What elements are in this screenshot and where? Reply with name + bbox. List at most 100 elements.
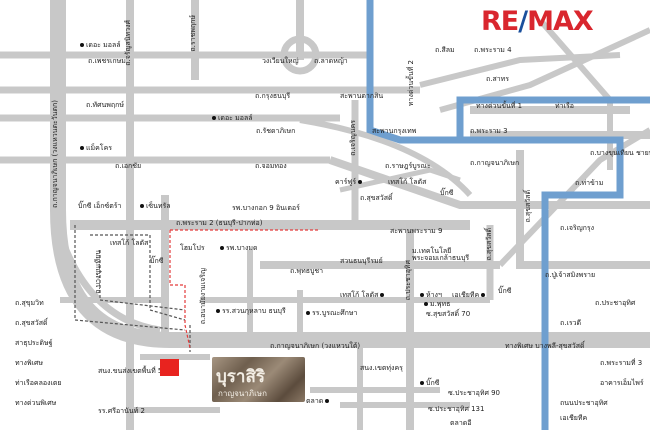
sign-subtitle: กาญจนาภิเษก <box>218 389 267 398</box>
label-ekachai: ถ.เอกชัย <box>115 162 142 170</box>
dot-icon <box>220 246 224 250</box>
poi-tesco-2: เทสโก้ โลตัส <box>110 239 149 247</box>
poi-thung-khru-office: สนง.เขตทุ่งครุ <box>360 364 403 372</box>
dot-icon <box>216 309 220 313</box>
poi-label-p29: ท่าเรือคลองเตย <box>15 379 62 387</box>
poi-label-p34: เอเชียทีค <box>560 414 588 422</box>
label-ratchaphruek: ถ.ราชพฤกษ์ <box>189 15 197 52</box>
label-sathorn: ถ.สาทร <box>486 75 510 83</box>
label-suksawat-e: ถ.สุขสวัสดิ์ <box>524 190 532 223</box>
road-label-r39: ถ.พระรามที่ 3 <box>600 359 643 367</box>
label-krungthep-bridge: สะพานกรุงเทพ <box>372 127 417 135</box>
poi-buddhist-univ: ม.พุทธ <box>424 301 450 308</box>
label-phutthabucha: ถ.พุทธบูชา <box>290 267 324 275</box>
label-rama4: ถ.พระราม 4 <box>474 46 512 54</box>
dot-icon <box>420 293 424 297</box>
label-krung-thonburi: ถ.กรุงธนบุรี <box>255 92 291 100</box>
label-rama2: ถ.พระราม 2 (ธนบุรี-ปากท่อ) <box>176 219 263 227</box>
label-pier: ท่าเรือ <box>555 102 574 110</box>
poi-makro: แม็คโคร <box>80 145 112 152</box>
label-wongwian-yai: วงเวียนใหญ่ <box>262 57 299 65</box>
remax-logo: RE/MAX <box>481 6 594 37</box>
label-lat-ya: ถ.ลาดหญ้า <box>314 57 348 65</box>
road-label-r36: ถ.ท่าข้าม <box>575 179 604 187</box>
label-soi-90: ซ.ประชาอุทิศ 90 <box>448 389 501 397</box>
project-location-marker[interactable] <box>160 359 179 376</box>
label-pracha-uthit: ถ.ประชาอุทิศ <box>404 260 412 301</box>
road-label-r46: ถ.สุขุมวิท <box>15 299 44 307</box>
poi-sri-anan-school: รร.ศรีอานันท์ 2 <box>98 407 145 415</box>
label-expressway1: ทางด่วนขั้นที่ 1 <box>476 102 523 110</box>
poi-the-mall-1: เดอะ มอลล์ <box>80 42 121 49</box>
dot-icon <box>306 311 310 315</box>
road-label-r29: ถ.เรวดี <box>560 319 582 327</box>
dot-icon <box>481 293 486 297</box>
poi-label-p32: ตลาดอี <box>450 419 472 427</box>
label-charoen-nakhon: ถ.เจริญนคร <box>349 120 357 156</box>
label-suksawat: ถ.สุขสวัสดิ์ <box>360 194 393 202</box>
label-expressway2: ทางด่วนขั้นที่ 2 <box>407 60 415 107</box>
poi-bigc-3: บิ๊กซี <box>420 380 439 387</box>
poi-label-p30: ทางด่วนพิเศษ <box>15 399 57 407</box>
poi-tesco-1: เทสโก้ โลตัส <box>388 178 427 186</box>
poi-bangkok9: รพ.บางกอก 9 อินเตอร์ <box>232 204 300 212</box>
label-anamai: ถ.อนามัยงามเจริญ <box>199 268 207 325</box>
dot-icon <box>424 302 428 306</box>
road-label-r40: อาคารเอ็มไพร์ <box>600 379 644 387</box>
road-label-r37: ถ.ประชาอุทิศ <box>595 299 636 307</box>
kanchanaphisek-ring <box>50 0 650 348</box>
dot-icon <box>80 43 84 47</box>
poi-kmutt: ม.เทคโนโลยีพระจอมเกล้าธนบุรี <box>412 247 470 262</box>
label-ratchadaphisek: ถ.รัชดาภิเษก <box>256 127 296 135</box>
label-bangphli-expressway: ทางพิเศษ บางพลี-สุขสวัสดิ์ <box>505 342 585 350</box>
poi-label-p31: บิ๊กซี <box>440 189 454 197</box>
label-kanchana-south: ถ.กาญจนาภิเษก (วงแหวนใต้) <box>270 342 361 350</box>
route-outer <box>74 225 186 331</box>
poi-bigc-1: บิ๊กซี <box>150 257 164 265</box>
label-rama3: ถ.พระราม 3 <box>470 127 508 135</box>
label-taksin-bridge: สะพานตากสิน <box>340 92 384 100</box>
poi-bigc-extra: บิ๊กซี เอ็กซ์ตร้า <box>78 202 122 210</box>
poi-homepro: โฮมโปร <box>180 244 205 252</box>
poi-bangmod-hospital: รพ.บางมด <box>220 245 258 252</box>
label-bang-khun-thian: ถ.บางขุนเทียน <box>94 250 102 294</box>
poi-label-p27: สาธุประดิษฐ์ <box>15 339 53 347</box>
dot-icon <box>420 381 424 385</box>
poi-bigc-2: บิ๊กซี <box>498 287 512 295</box>
label-silom: ถ.สีลม <box>435 46 455 54</box>
poi-the-mall-2: เดอะ มอลล์ <box>212 115 253 122</box>
label-suksawat-v: ถ.สุขสวัสดิ์ <box>485 228 493 261</box>
poi-suankularb: รร.สวนกุหลาบ ธนบุรี <box>216 308 286 315</box>
poi-market: ตลาด <box>306 398 331 405</box>
project-sign-image: บุราสิริ กาญจนาภิเษก <box>212 357 305 402</box>
label-soi-70: ซ.สุขสวัสดิ์ 70 <box>426 310 471 318</box>
road-label-r14: ถ.เจริญกรุง <box>560 224 595 232</box>
road-label-r45: ถ.กาญจนาภิเษก <box>470 159 520 167</box>
poi-burana-school: รร.บูรณะศึกษา <box>306 310 357 317</box>
expressway-stage2 <box>460 136 624 430</box>
label-charan: ถ.จรัญสนิทวงศ์ <box>124 20 132 66</box>
dot-icon <box>212 116 216 120</box>
dot-icon <box>325 399 330 403</box>
road-label-r35: ถ.บางขุนเทียน ชายทะเล <box>590 149 650 157</box>
poi-thonburirom-park: สวนธนบุรีรมย์ <box>340 257 383 265</box>
poi-asiatique: เอเชียทีค <box>452 292 487 299</box>
poi-tesco-3: เทสโก้ โลตัส <box>340 292 386 299</box>
sign-title: บุราสิริ <box>216 367 265 387</box>
dot-icon <box>140 204 144 208</box>
label-rat-burana: ถ.ราษฎร์บูรณะ <box>385 162 431 170</box>
dot-icon <box>358 180 363 184</box>
label-tatsana: ถ.ทัศนพฤกษ์ <box>86 101 125 109</box>
poi-carrefour: คาร์ฟูร์ <box>335 179 364 186</box>
label-pu-chao: ถ.ปู่เจ้าสมิงพราย <box>545 271 596 279</box>
label-phetkasem: ถ.เพชรเกษม <box>88 57 126 65</box>
dot-icon <box>380 293 385 297</box>
poi-label-p28: ทางพิเศษ <box>15 359 44 367</box>
label-chomthong: ถ.จอมทอง <box>255 162 287 170</box>
poi-store: ห้างฯ <box>420 292 442 299</box>
poi-label-p33: ถนนประชาอุทิศ <box>560 399 608 407</box>
expressway-stage1 <box>366 0 650 144</box>
label-soi-131: ซ.ประชาอุทิศ 131 <box>428 405 485 413</box>
